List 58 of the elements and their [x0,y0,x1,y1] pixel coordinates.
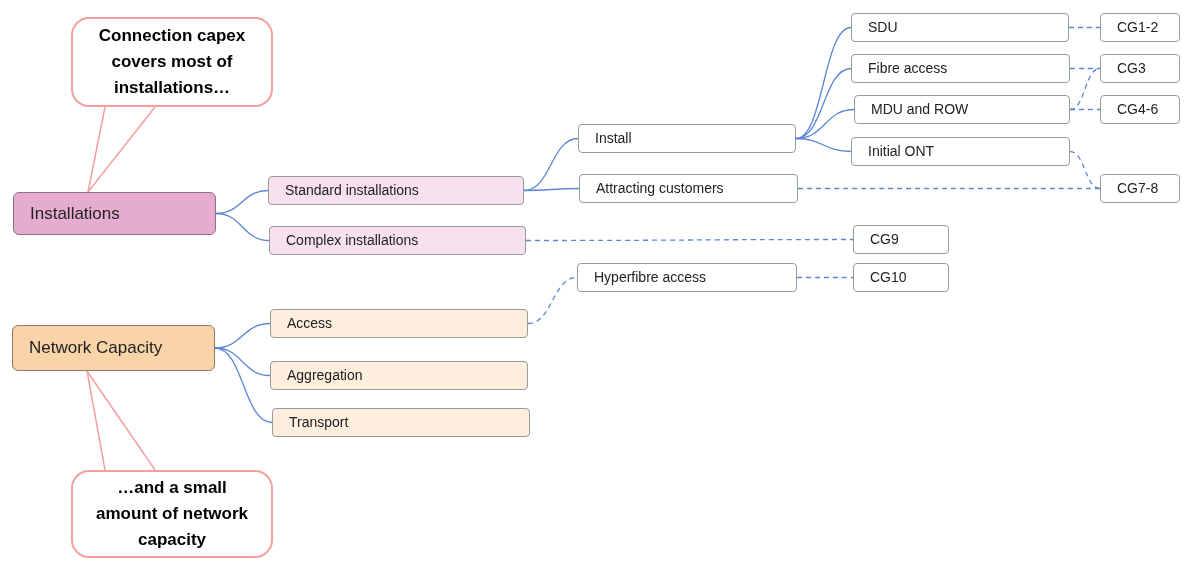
connector [523,187,580,192]
callout-tail [86,370,156,471]
topic-box [851,54,1070,83]
callout-text: …and a small amount of network capacity [94,477,250,551]
connector [215,212,270,242]
topic-label: Fibre access [868,59,948,78]
dashed-connector [797,187,1101,190]
topic-box [1100,95,1180,124]
topic-box [851,13,1069,42]
topic-box [854,95,1070,124]
dashed-connector [1069,67,1101,70]
topic-label: Aggregation [287,366,363,385]
subtopic-box [269,226,526,255]
topic-box [851,137,1070,166]
topic-box [1100,54,1180,83]
dashed-connector [1068,26,1101,29]
connector [214,347,271,377]
speech-bubble [71,17,273,107]
topic-label: CG4-6 [1117,100,1159,119]
subtopic-box [270,361,528,390]
topic-label: Access [287,314,333,333]
topic-label: CG7-8 [1117,179,1159,198]
topic-label: Install [595,129,632,148]
topic-label: Transport [289,413,349,432]
subtopic-box [270,309,528,338]
topic-box [12,325,215,371]
topic-label: Attracting customers [596,179,724,198]
topic-label: CG9 [870,230,899,249]
subtopic-box [268,176,524,205]
topic-box [579,174,798,203]
connector [214,347,273,424]
dashed-connector [796,276,854,279]
topic-label: Installations [30,202,120,225]
topic-box [13,192,216,235]
topic-label: Network Capacity [29,337,163,360]
topic-box [853,225,949,254]
topic-box [1100,174,1180,203]
topic-label: Initial ONT [868,142,935,161]
topic-label: Hyperfibre access [594,268,707,287]
speech-bubble [71,470,273,558]
subtopic-box [272,408,530,437]
topic-label: CG1-2 [1117,18,1159,37]
topic-label: CG3 [1117,59,1146,78]
callout-tail [87,106,156,193]
topic-label: CG10 [870,268,907,287]
connector [795,67,852,140]
topic-label: Standard installations [285,181,419,200]
topic-label: MDU and ROW [871,100,969,119]
topic-label: Complex installations [286,231,419,250]
callout-text: Connection capex covers most of installations… [97,25,247,99]
topic-box [578,124,796,153]
topic-box [853,263,949,292]
topic-label: SDU [868,18,898,37]
connector [795,137,852,153]
topic-box [577,263,797,292]
topic-box [1100,13,1180,42]
dashed-connector [525,238,854,242]
dashed-connector [1069,150,1101,190]
